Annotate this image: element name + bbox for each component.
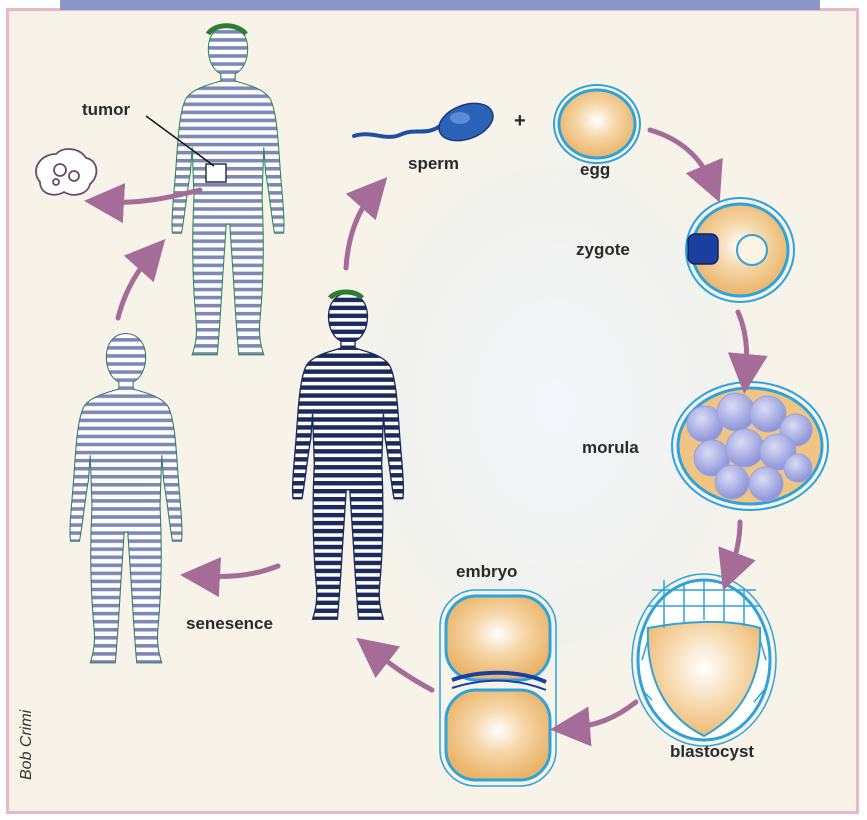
embryo-illustration xyxy=(440,590,556,786)
tumor-label: tumor xyxy=(82,100,130,120)
sperm-illustration xyxy=(354,96,498,147)
arrow-morula-to-blastocyst xyxy=(730,522,740,572)
morula-label: morula xyxy=(582,438,639,458)
plus-sign: + xyxy=(514,110,526,133)
zygote-illustration xyxy=(686,198,794,302)
senescence-label: senesence xyxy=(186,614,273,634)
sperm-label: sperm xyxy=(408,154,459,174)
egg-illustration xyxy=(554,85,640,163)
arrow-elderly-to-adult xyxy=(118,254,152,318)
tumor-cells-icon xyxy=(36,149,96,195)
zygote-label: zygote xyxy=(576,240,630,260)
blastocyst-label: blastocyst xyxy=(670,742,754,762)
arrow-child-to-sperm xyxy=(346,192,374,268)
arrow-egg-to-zygote xyxy=(650,130,712,184)
arrow-blastocyst-to-embryo xyxy=(570,702,636,728)
child-figure xyxy=(293,292,404,619)
tumor-marker xyxy=(206,164,226,182)
blastocyst-illustration xyxy=(632,574,776,746)
arrow-zygote-to-morula xyxy=(738,312,747,374)
egg-label: egg xyxy=(580,160,610,180)
elderly-figure xyxy=(70,334,182,663)
adult-figure-with-tumor xyxy=(146,26,284,355)
arrow-to-senescence xyxy=(200,566,278,577)
embryo-label: embryo xyxy=(456,562,517,582)
morula-illustration xyxy=(672,382,828,510)
arrow-embryo-to-child xyxy=(372,650,432,690)
artist-credit: Bob Crimi xyxy=(18,710,36,780)
